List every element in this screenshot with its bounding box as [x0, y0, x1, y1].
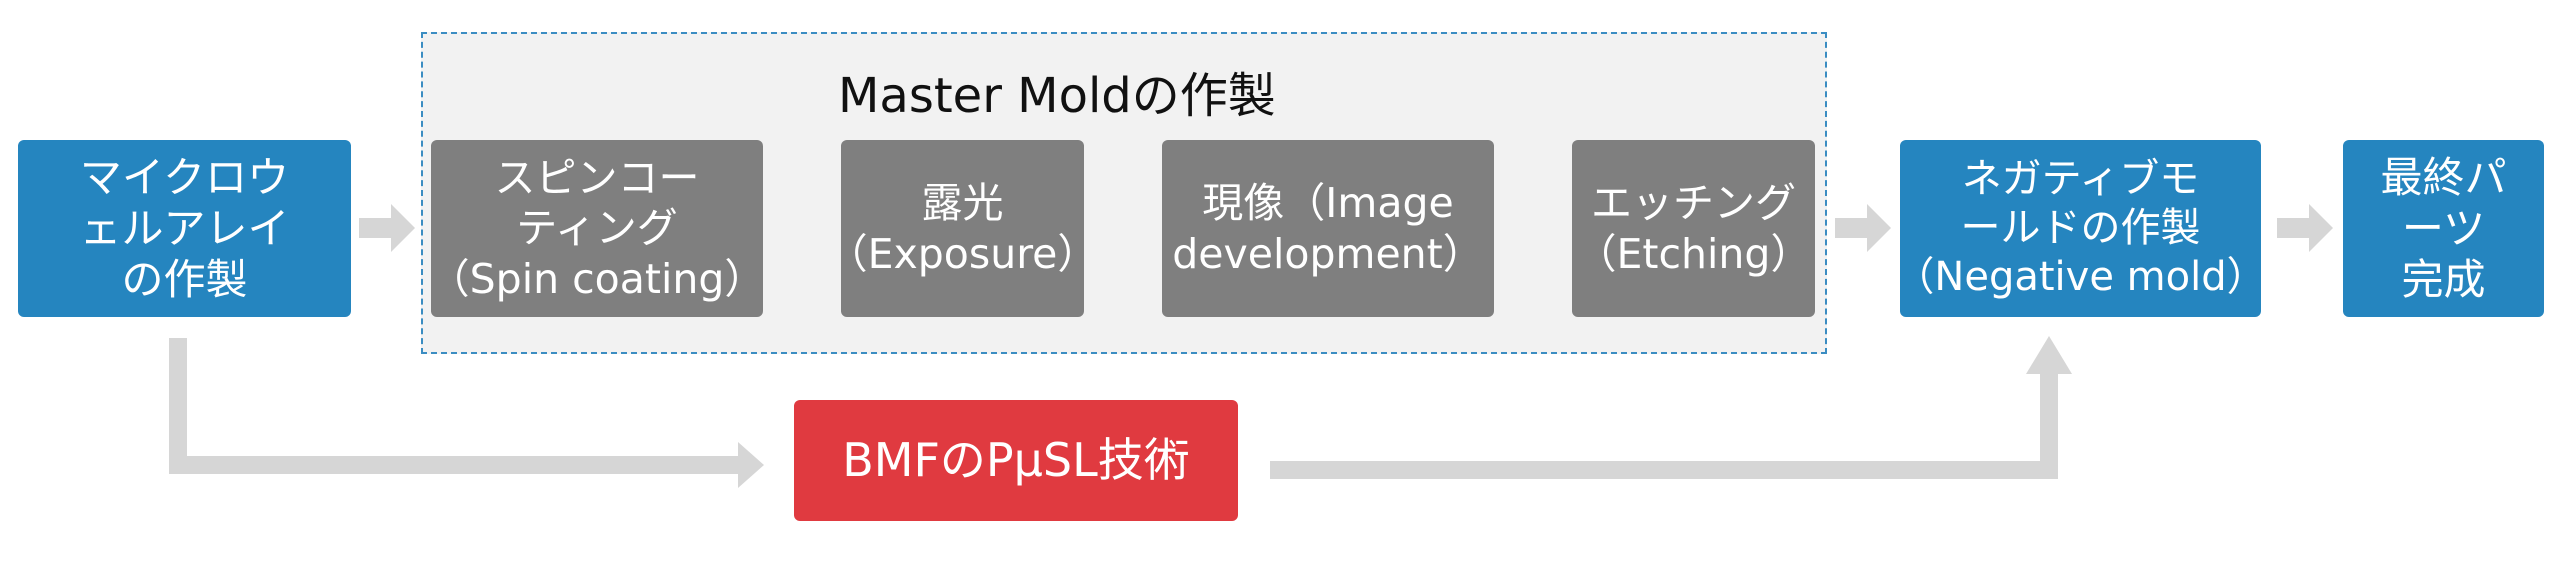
node-final-parts: 最終パーツ完成 — [2343, 140, 2544, 317]
connector-head-to-negative — [2026, 336, 2072, 374]
node-label-line: ネガティブモ — [1961, 156, 2200, 203]
node-label-line: ーツ — [2401, 203, 2486, 253]
connector-head-to-bmf — [738, 442, 764, 488]
node-negative-mold: ネガティブモールドの作製（Negative mold） — [1900, 140, 2261, 317]
connector-microwell-to-bmf — [169, 338, 740, 474]
flow-arrow-6 — [2277, 204, 2333, 252]
flow-arrow-5 — [1835, 204, 1891, 252]
node-label-line: 最終パ — [2380, 152, 2507, 202]
node-label-line: の作製 — [121, 255, 248, 305]
flow-arrow-1 — [359, 204, 415, 252]
node-label-line: 露光 — [921, 179, 1004, 228]
master-mold-group-title: Master Moldの作製 — [838, 68, 1276, 124]
node-label-line: BMFのPμSL技術 — [842, 433, 1190, 488]
node-spin-coating: スピンコーティング（Spin coating） — [431, 140, 763, 317]
node-exposure: 露光（Exposure） — [841, 140, 1084, 317]
node-label-line: ェルアレイ — [79, 203, 290, 253]
node-bmf-pusl: BMFのPμSL技術 — [794, 400, 1238, 521]
node-label-line: エッチング — [1591, 179, 1796, 228]
connector-bmf-to-negative — [1270, 372, 2058, 479]
node-label-line: （Exposure） — [841, 229, 1084, 278]
node-label-line: 現像（Image — [1202, 179, 1454, 228]
node-label-line: スピンコー — [494, 154, 700, 203]
node-label-line: （Spin coating） — [431, 254, 763, 303]
node-label-line: development） — [1172, 229, 1484, 278]
node-label-line: マイクロウ — [79, 152, 290, 202]
node-etching: エッチング（Etching） — [1572, 140, 1815, 317]
node-microwell-array: マイクロウェルアレイの作製 — [18, 140, 351, 317]
node-label-line: ールドの作製 — [1960, 205, 2201, 252]
node-label-line: 完成 — [2401, 255, 2486, 305]
node-label-line: ティング — [516, 204, 678, 253]
node-label-line: （Etching） — [1575, 229, 1812, 278]
node-label-line: （Negative mold） — [1900, 253, 2261, 300]
